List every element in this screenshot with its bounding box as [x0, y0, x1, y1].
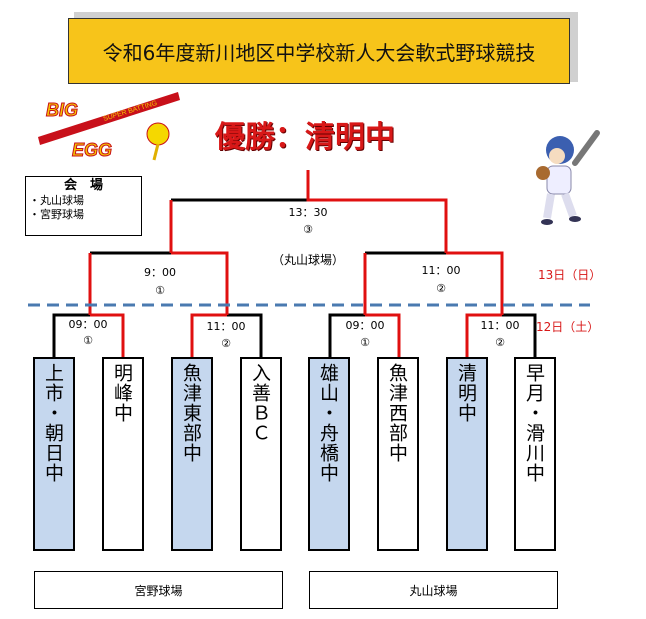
svg-text:EGG: EGG — [72, 140, 112, 160]
team-box: 明峰中 — [102, 357, 144, 551]
svg-text:BIG: BIG — [46, 100, 78, 120]
page-title: 令和6年度新川地区中学校新人大会軟式野球競技 — [68, 18, 570, 84]
match-time: 09：00 — [345, 319, 385, 332]
semi-number: ① — [155, 284, 165, 297]
team-box: 魚津東部中 — [171, 357, 213, 551]
bracket-line — [227, 313, 263, 357]
semi-number: ② — [436, 282, 446, 295]
day-label-saturday: 12日（土） — [536, 320, 600, 334]
final-venue: （丸山球場） — [271, 253, 344, 267]
winner-line — [90, 313, 125, 357]
venue-item: ・宮野球場 — [29, 208, 84, 221]
big-egg-logo: BIG SUPER BATTING EGG — [38, 92, 180, 161]
team-box: 上市・朝日中 — [33, 357, 75, 551]
match-number: ① — [83, 334, 93, 347]
bracket-line — [502, 313, 537, 357]
team-box: 魚津西部中 — [377, 357, 419, 551]
match-number: ② — [221, 337, 231, 350]
match-time: 09：00 — [68, 318, 108, 331]
baseball-player-illustration — [536, 130, 600, 225]
venue-heading: 会 場 — [63, 178, 103, 193]
winner-line — [465, 313, 502, 357]
venue-item: ・丸山球場 — [29, 194, 84, 207]
final-number: ③ — [303, 223, 313, 236]
bracket-line — [328, 313, 365, 357]
match-number: ① — [360, 336, 370, 349]
semi-time: 9：00 — [144, 266, 176, 279]
ground-label: 丸山球場 — [309, 571, 558, 609]
bracket-line — [52, 313, 90, 357]
champion-heading: 優勝：清明中 — [215, 120, 395, 155]
venue-legend: 会 場 ・丸山球場 ・宮野球場 — [25, 176, 142, 236]
match-time: 11：00 — [206, 320, 246, 333]
match-number: ② — [495, 336, 505, 349]
final-time: 13：30 — [288, 206, 328, 219]
team-box: 雄山・舟橋中 — [308, 357, 350, 551]
team-box: 清明中 — [446, 357, 488, 551]
winner-line — [365, 313, 401, 357]
team-box: 早月・滑川中 — [514, 357, 556, 551]
day-label-sunday: 13日（日） — [538, 268, 602, 282]
winner-line — [190, 313, 227, 357]
winner-line — [363, 251, 504, 315]
ground-label: 宮野球場 — [34, 571, 283, 609]
team-box: 入善ＢＣ — [240, 357, 282, 551]
semi-time: 11：00 — [421, 264, 461, 277]
winner-line — [169, 170, 448, 253]
match-time: 11：00 — [480, 319, 520, 332]
